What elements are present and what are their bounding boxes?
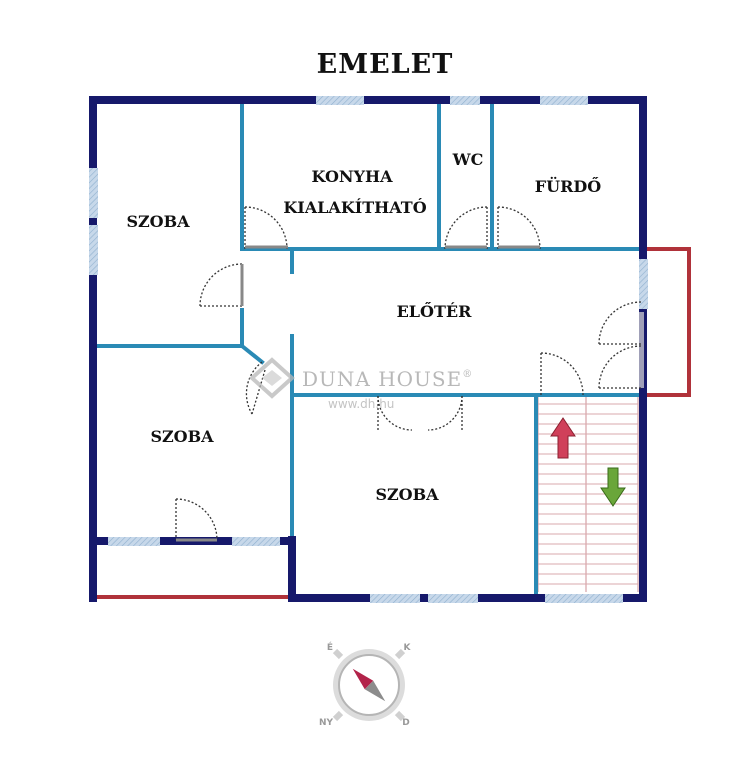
room-label-wc: WC: [452, 150, 484, 169]
compass-south: D: [402, 718, 409, 728]
watermark-url: www.dh.hu: [328, 397, 394, 411]
plan-title: EMELET: [317, 49, 454, 80]
windows: [89, 96, 648, 603]
duna-house-logo-icon: [249, 357, 295, 399]
room-label-szoba-bottom-left: SZOBA: [150, 427, 214, 446]
watermark-brand: DUNA HOUSE®: [302, 367, 473, 391]
compass-icon: É K D NY: [319, 641, 412, 728]
arrow-down-icon: [600, 467, 626, 507]
staircase: [537, 397, 639, 592]
room-label-kialakithato: KIALAKÍTHATÓ: [283, 197, 426, 217]
room-label-furdo: FÜRDŐ: [535, 176, 601, 196]
room-label-konyha: KONYHA: [312, 167, 394, 186]
arrow-up-icon: [550, 417, 576, 459]
door-swings: [175, 206, 642, 541]
compass-east: K: [404, 643, 412, 653]
balcony-railing: [641, 247, 691, 397]
compass-north: É: [327, 641, 333, 653]
door-leaves: [176, 245, 540, 542]
room-label-eloter: ELŐTÉR: [397, 301, 472, 321]
room-label-szoba-bottom-middle: SZOBA: [375, 485, 439, 504]
room-label-szoba-top-left: SZOBA: [126, 212, 190, 231]
compass-west: NY: [319, 718, 334, 728]
